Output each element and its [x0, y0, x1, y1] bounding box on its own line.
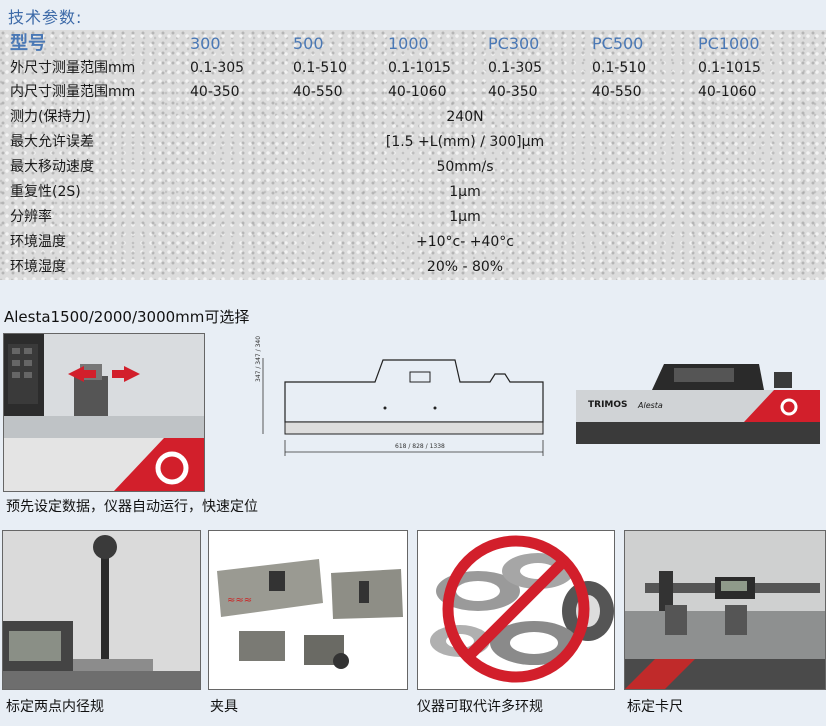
- spec-row-outer-range: 外尺寸测量范围mm 0.1-305 0.1-510 0.1-1015 0.1-3…: [0, 56, 826, 80]
- merged-cell: 1μm: [449, 184, 481, 200]
- brand-label: TRIMOS: [588, 400, 628, 410]
- merged-cell: 240N: [446, 109, 484, 125]
- merged-cell: 1μm: [449, 209, 481, 225]
- machine-closeup-photo: [3, 333, 205, 492]
- product-illustration: [576, 364, 820, 444]
- row-label: 重复性(2S): [10, 184, 81, 200]
- row-label: 分辨率: [10, 209, 52, 225]
- model-label: Alesta: [638, 401, 663, 410]
- cell: 0.1-305: [190, 60, 245, 76]
- cell: 0.1-305: [488, 60, 543, 76]
- cell: 0.1-510: [293, 60, 348, 76]
- row-label: 最大移动速度: [10, 159, 94, 175]
- cell: 40-350: [488, 84, 538, 100]
- merged-cell: [1.5 +L(mm) / 300]μm: [385, 134, 545, 150]
- merged-cell: +10°c- +40°c: [416, 234, 514, 250]
- cell: 0.1-1015: [388, 60, 451, 76]
- merged-cell: 50mm/s: [436, 159, 494, 175]
- fixtures-illustration: ≈≈≈: [209, 531, 407, 689]
- width-dimension-label: 618 / 828 / 1338: [395, 443, 445, 450]
- spec-row-temperature: 环境温度 +10°c- +40°c: [0, 230, 826, 254]
- row-label: 最大允许误差: [10, 134, 94, 150]
- cell: 40-1060: [388, 84, 447, 100]
- auto-run-caption: 预先设定数据，仪器自动运行，快速定位: [6, 499, 258, 515]
- section-title: 技术参数:: [8, 8, 83, 27]
- cell: 40-550: [592, 84, 642, 100]
- spec-table: 型号 300 500 1000 PC300 PC500 PC1000 外尺寸测量…: [0, 30, 826, 280]
- svg-text:≈≈≈: ≈≈≈: [227, 595, 252, 606]
- caption-caliper: 标定卡尺: [627, 699, 683, 715]
- merged-cell: 20% - 80%: [426, 259, 504, 275]
- row-label: 外尺寸测量范围mm: [10, 60, 136, 76]
- spec-row-force: 测力(保持力) 240N: [0, 105, 826, 129]
- height-dimension-label: 347 / 347 / 340: [255, 335, 262, 382]
- model-pc500: PC500: [592, 34, 644, 53]
- caption-bore-gauge: 标定两点内径规: [6, 699, 104, 715]
- spec-row-resolution: 分辨率 1μm: [0, 205, 826, 229]
- bore-gauge-illustration: [3, 531, 200, 689]
- product-photo: TRIMOS Alesta: [574, 352, 824, 457]
- model-500: 500: [293, 34, 324, 53]
- model-pc300: PC300: [488, 34, 540, 53]
- spec-header-row: 型号 300 500 1000 PC300 PC500 PC1000: [0, 32, 826, 56]
- cell: 0.1-510: [592, 60, 647, 76]
- ring-gauges-photo: [417, 530, 615, 690]
- spec-row-humidity: 环境湿度 20% - 80%: [0, 255, 826, 279]
- cell: 40-350: [190, 84, 240, 100]
- row-label: 内尺寸测量范围mm: [10, 84, 136, 100]
- dimension-drawing-illustration: [262, 358, 544, 456]
- model-1000: 1000: [388, 34, 429, 53]
- caliper-photo: [624, 530, 826, 690]
- row-label: 环境温度: [10, 234, 66, 250]
- model-pc1000: PC1000: [698, 34, 760, 53]
- row-label: 环境湿度: [10, 259, 66, 275]
- cell: 40-1060: [698, 84, 757, 100]
- caption-fixtures: 夹具: [210, 699, 238, 715]
- caption-ring-gauges: 仪器可取代许多环规: [417, 699, 543, 715]
- spec-row-max-error: 最大允许误差 [1.5 +L(mm) / 300]μm: [0, 130, 826, 154]
- ring-gauges-prohibited-illustration: [418, 531, 614, 689]
- spec-row-inner-range: 内尺寸测量范围mm 40-350 40-550 40-1060 40-350 4…: [0, 80, 826, 104]
- bore-gauge-photo: [2, 530, 201, 690]
- cell: 0.1-1015: [698, 60, 761, 76]
- caliper-illustration: [625, 531, 825, 689]
- fixtures-photo: ≈≈≈: [208, 530, 408, 690]
- spec-row-speed: 最大移动速度 50mm/s: [0, 155, 826, 179]
- technical-drawing: 347 / 347 / 340 618 / 828 / 1338: [255, 336, 555, 467]
- row-label: 测力(保持力): [10, 109, 91, 125]
- cell: 40-550: [293, 84, 343, 100]
- options-note: Alesta1500/2000/3000mm可选择: [4, 308, 250, 326]
- model-header-label: 型号: [10, 33, 46, 54]
- model-300: 300: [190, 34, 221, 53]
- spec-row-repeatability: 重复性(2S) 1μm: [0, 180, 826, 204]
- machine-closeup-illustration: [4, 334, 204, 491]
